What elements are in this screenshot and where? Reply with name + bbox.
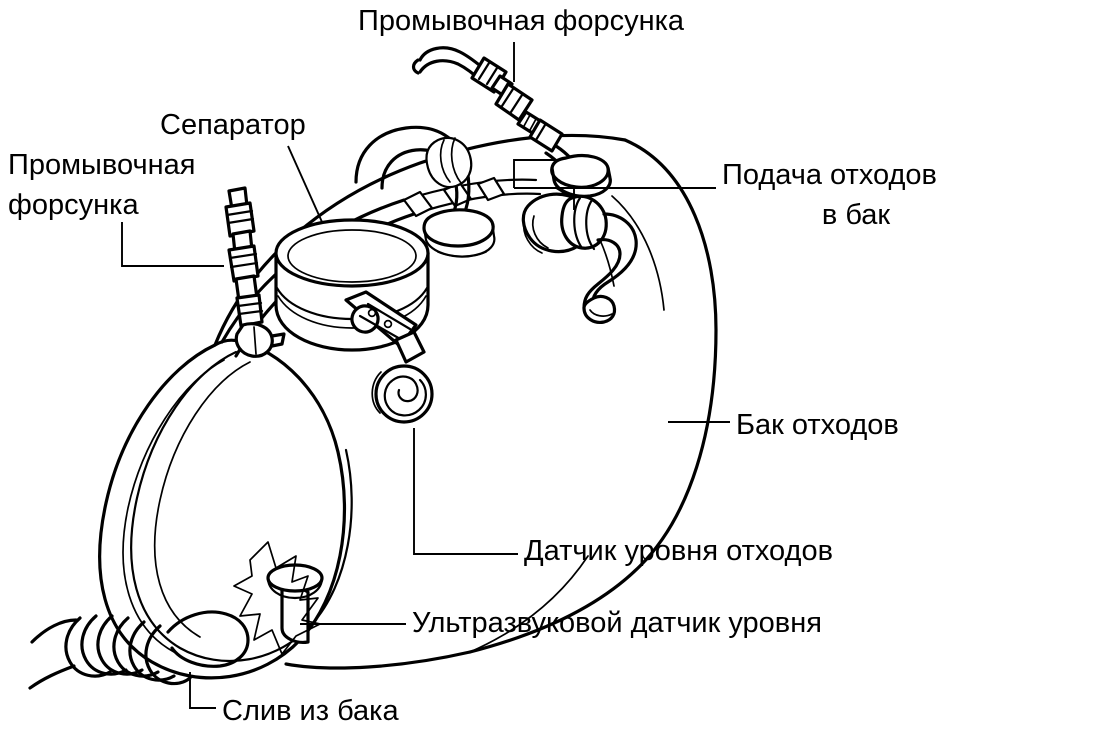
tank-top-arch-hose xyxy=(354,125,496,258)
leader-tank-drain xyxy=(189,672,216,709)
ultrasonic-level-sensor xyxy=(233,541,324,655)
callout-flush-nozzle-left-line1: Промывочная xyxy=(8,149,196,181)
drain-hose xyxy=(28,610,250,690)
callout-ultrasonic-level-sensor: Ультразвуковой датчик уровня xyxy=(412,607,822,639)
leader-waste-feed-branch-a xyxy=(513,159,560,188)
leader-separator xyxy=(287,145,323,223)
callout-waste-feed-line1: Подача отходов xyxy=(722,159,937,191)
leader-flush-nozzle-left xyxy=(121,222,224,267)
leader-waste-level-sensor xyxy=(413,428,518,555)
callout-waste-tank: Бак отходов xyxy=(736,409,899,441)
callout-waste-feed-line2: в бак xyxy=(821,199,891,231)
leader-lines xyxy=(121,42,730,709)
flush-nozzle-left xyxy=(224,186,286,358)
flush-nozzle-top xyxy=(411,46,612,198)
waste-feed-elbow xyxy=(521,192,638,324)
callout-flush-nozzle-left-line2: форсунка xyxy=(8,189,139,221)
waste-level-sensor xyxy=(344,290,434,424)
callout-separator: Сепаратор xyxy=(160,109,306,141)
callout-waste-level-sensor: Датчик уровня отходов xyxy=(524,535,833,567)
callout-flush-nozzle-top: Промывочная форсунка xyxy=(358,5,685,37)
callout-tank-drain: Слив из бака xyxy=(222,695,399,727)
